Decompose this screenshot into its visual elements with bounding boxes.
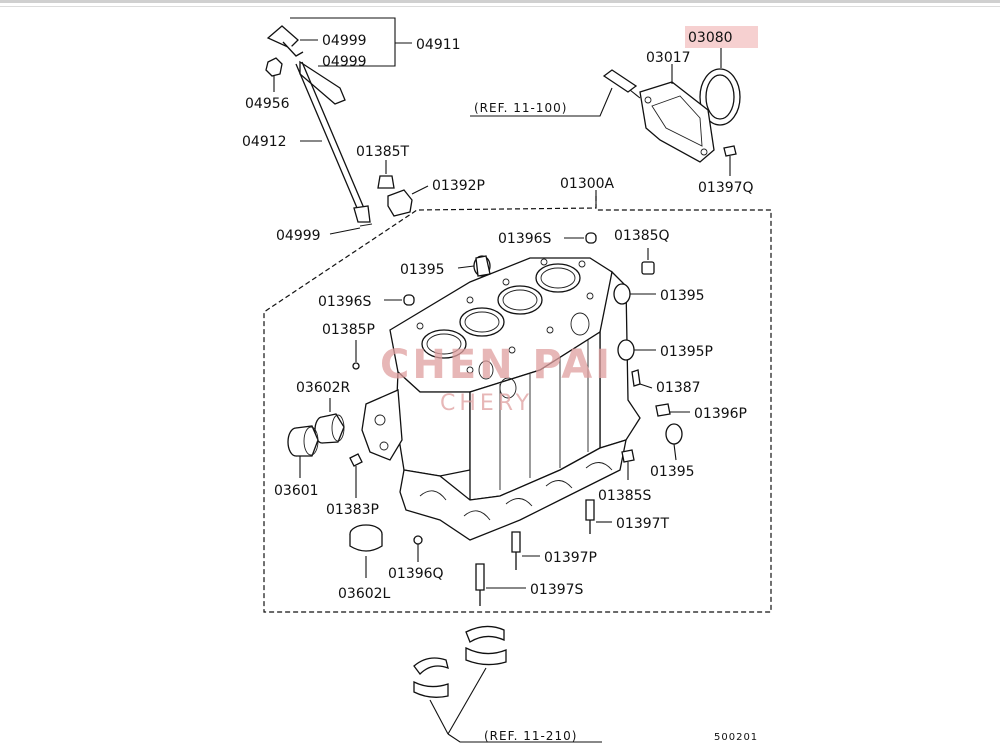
label-01395-b: 01395 (660, 288, 705, 304)
label-01397P: 01397P (544, 550, 597, 566)
label-01397S: 01397S (530, 582, 584, 598)
label-01397Q: 01397Q (698, 180, 754, 196)
window-top-border-inner (0, 6, 1000, 7)
footer-code: 500201 (714, 732, 758, 743)
dipstick-group (265, 17, 412, 235)
label-ref-11-100: (REF. 11-100) (474, 101, 567, 115)
label-01396S-a: 01396S (498, 231, 552, 247)
label-01387: 01387 (656, 380, 701, 396)
label-01385P: 01385P (322, 322, 375, 338)
label-03602L: 03602L (338, 586, 391, 602)
highlight-03080 (685, 26, 758, 48)
label-04912: 04912 (242, 134, 287, 150)
cylinder-block: CHEN PAI CHERY (361, 257, 641, 541)
rear-seal-group (470, 48, 741, 176)
label-01395-a: 01395 (400, 262, 445, 278)
small-parts (287, 232, 690, 606)
window-top-border (0, 0, 1000, 3)
plug-group (377, 160, 429, 217)
label-01385T: 01385T (356, 144, 410, 160)
label-03080: 03080 (688, 30, 733, 46)
label-ref-11-210: (REF. 11-210) (484, 729, 577, 743)
watermark-chery: CHERY (440, 391, 533, 416)
bearing-shells (413, 625, 602, 743)
label-04999-a: 04999 (322, 33, 367, 49)
label-01385Q: 01385Q (614, 228, 670, 244)
label-01396P: 01396P (694, 406, 747, 422)
label-01385S: 01385S (598, 488, 652, 504)
label-04999-c: 04999 (276, 228, 321, 244)
label-01396S-b: 01396S (318, 294, 372, 310)
part-labels: 04999 04999 04911 04956 04912 04999 0308… (242, 30, 758, 743)
label-04911: 04911 (416, 37, 461, 53)
label-03601: 03601 (274, 483, 319, 499)
block-outline-frame (263, 196, 772, 613)
label-04956: 04956 (245, 96, 290, 112)
label-03602R: 03602R (296, 380, 351, 396)
label-01396Q: 01396Q (388, 566, 444, 582)
watermark-chenpai: CHEN PAI (380, 342, 613, 388)
label-03017: 03017 (646, 50, 691, 66)
label-01395-c: 01395 (650, 464, 695, 480)
label-01392P: 01392P (432, 178, 485, 194)
label-04999-b: 04999 (322, 54, 367, 70)
label-01395P: 01395P (660, 344, 713, 360)
label-01383P: 01383P (326, 502, 379, 518)
label-01300A: 01300A (560, 176, 615, 192)
label-01397T: 01397T (616, 516, 670, 532)
